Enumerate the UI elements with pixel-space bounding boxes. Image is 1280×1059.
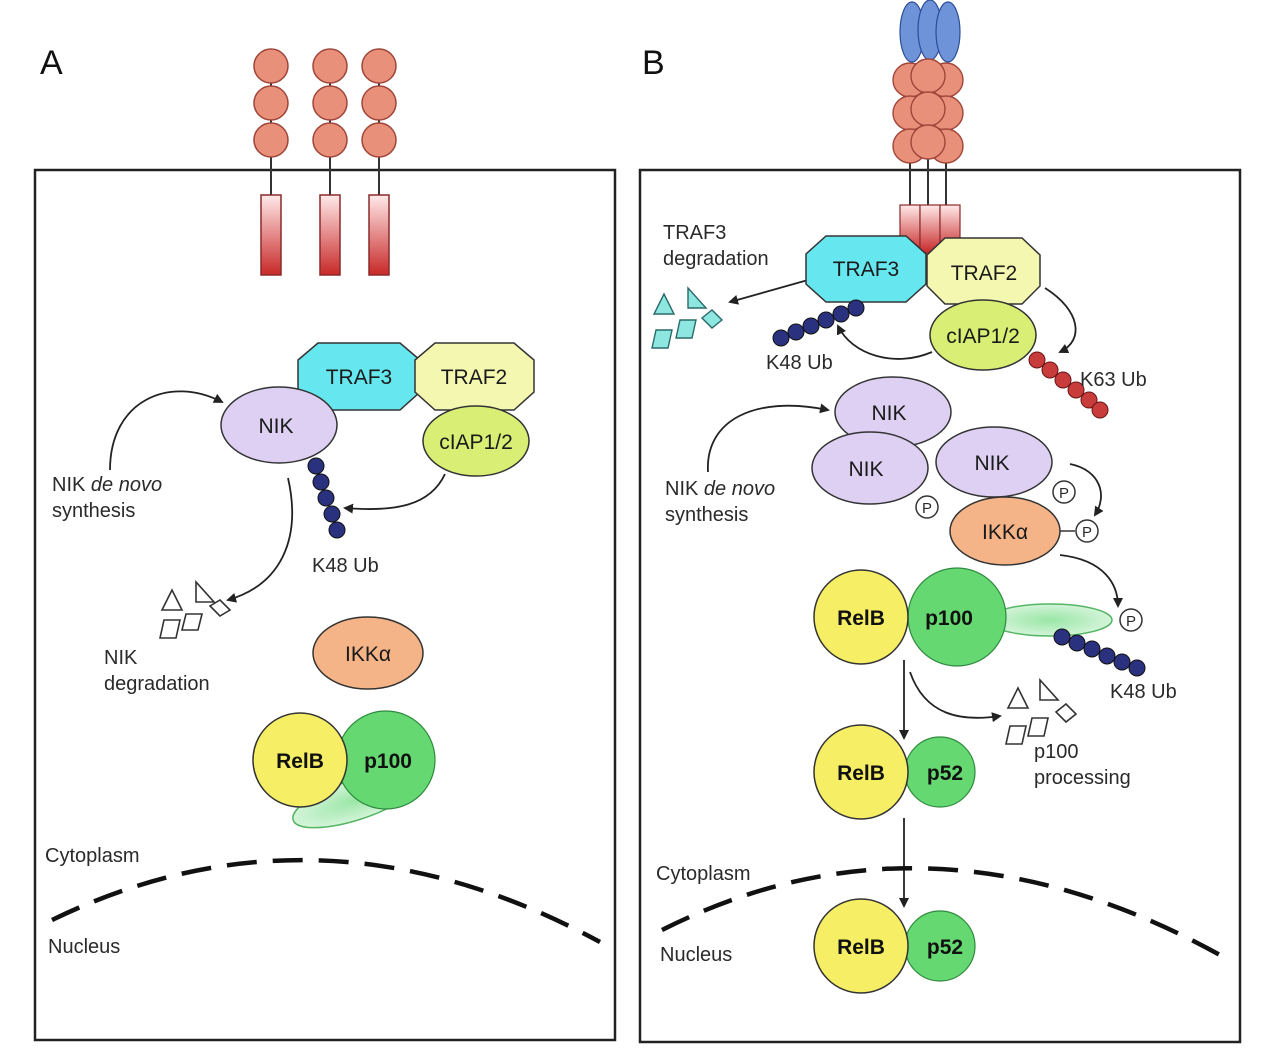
arrow-traf2-to-k63	[1044, 287, 1077, 354]
panel-a-nik: NIK	[220, 386, 338, 464]
panel-a-nik-degradation-1: NIK	[104, 647, 138, 669]
panel-b-cell-membrane	[638, 168, 1242, 1044]
panel-b-k48-ub-chain-top	[772, 299, 865, 347]
panel-a-relb-p100-complex: RelB p100	[252, 710, 436, 829]
panel-a-nucleus-label: Nucleus	[48, 936, 120, 958]
panel-a-receptors	[253, 48, 397, 276]
receptor	[253, 48, 289, 276]
panel-b-k48-ub-chain-bottom	[1053, 628, 1146, 677]
svg-text:NIK: NIK	[848, 458, 883, 481]
relb: RelB	[837, 762, 885, 785]
panel-a-k48-label: K48 Ub	[312, 555, 379, 577]
panel-b-traf3: TRAF3	[805, 235, 927, 303]
arrow-to-processing-fragments	[909, 671, 1002, 723]
panel-b-p100-fragments	[1005, 677, 1078, 745]
svg-text:TRAF3: TRAF3	[326, 366, 393, 389]
svg-text:cIAP1/2: cIAP1/2	[946, 325, 1020, 348]
panel-b-p100-processing-1: p100	[1034, 741, 1079, 763]
svg-text:TRAF3: TRAF3	[833, 258, 900, 281]
phospho-group: P	[915, 495, 939, 519]
arrow-nik-to-ikka	[1069, 463, 1104, 517]
phospho-group: P	[1075, 519, 1099, 543]
panel-b-ciap: cIAP1/2	[929, 299, 1037, 371]
svg-text:IKKα: IKKα	[982, 521, 1028, 544]
svg-text:NIK: NIK	[871, 402, 906, 425]
panel-a: A	[33, 44, 617, 1042]
panel-a-k48-ub-chain	[307, 457, 346, 539]
p100-tail	[987, 603, 1113, 637]
panel-b-traf3-deg-2: degradation	[663, 248, 769, 270]
svg-text:P: P	[922, 500, 932, 517]
panel-b-nik-synthesis: NIK de novo	[665, 478, 775, 500]
relb: RelB	[276, 750, 324, 773]
panel-b-cytoplasm-label: Cytoplasm	[656, 863, 750, 885]
panel-b: B TRAF3	[638, 0, 1242, 1044]
panel-b-nik-middle: NIK	[811, 431, 929, 505]
p52: p52	[927, 936, 963, 959]
p100: p100	[925, 607, 973, 630]
relb: RelB	[837, 607, 885, 630]
svg-text:P: P	[1126, 613, 1136, 630]
arrow-nik-to-degradation	[226, 477, 293, 603]
panel-b-letter: B	[642, 44, 665, 82]
panel-b-relb-p52-nucleus: RelB p52	[813, 898, 976, 994]
panel-a-degradation-fragments	[159, 579, 232, 639]
panel-b-ikka: IKKα	[949, 496, 1061, 566]
arrow-ciap-to-ub	[343, 473, 446, 514]
panel-b-traf2: TRAF2	[926, 237, 1041, 305]
arrow-ciap-to-traf3-ub	[836, 324, 933, 360]
arrow-synthesis-to-nik-b	[707, 403, 830, 473]
panel-b-nik-synthesis-line2: synthesis	[665, 504, 748, 526]
panel-a-nik-synthesis: NIK de novo	[52, 474, 162, 496]
svg-text:NIK: NIK	[258, 415, 293, 438]
phospho-group: P	[1052, 480, 1076, 504]
arrow-synthesis-to-nik	[109, 390, 224, 471]
panel-a-traf3: TRAF3	[297, 342, 421, 411]
panel-b-nucleus-label: Nucleus	[660, 944, 732, 966]
panel-b-p100-processing-2: processing	[1034, 767, 1131, 789]
panel-b-k48-top-label: K48 Ub	[766, 352, 833, 374]
panel-b-nuclear-membrane	[660, 866, 1222, 957]
panel-a-ciap: cIAP1/2	[422, 405, 530, 477]
arrow-traf3-to-degradation	[728, 279, 809, 305]
svg-text:IKKα: IKKα	[345, 643, 391, 666]
panel-a-nuclear-membrane	[51, 857, 602, 944]
panel-b-nik-right: NIK	[935, 426, 1053, 498]
panel-a-ikka: IKKα	[312, 616, 424, 690]
panel-b-relb-p52-cytoplasm: RelB p52	[813, 724, 976, 820]
panel-a-letter: A	[40, 44, 63, 82]
panel-a-traf2: TRAF2	[414, 342, 535, 411]
svg-text:TRAF2: TRAF2	[951, 262, 1018, 285]
panel-a-cell-membrane	[33, 168, 617, 1042]
ligand	[935, 1, 961, 63]
p100: p100	[364, 750, 412, 773]
panel-b-receptor-cluster	[892, 0, 964, 254]
panel-a-cytoplasm-label: Cytoplasm	[45, 845, 139, 867]
arrow-ikka-to-p100	[1059, 554, 1123, 608]
panel-b-traf3-deg-1: TRAF3	[663, 222, 726, 244]
svg-text:cIAP1/2: cIAP1/2	[439, 431, 513, 454]
panel-b-k63-label: K63 Ub	[1080, 369, 1147, 391]
relb: RelB	[837, 936, 885, 959]
panel-b-relb-p100-complex: RelB p100	[813, 567, 1113, 667]
svg-text:NIK: NIK	[974, 452, 1009, 475]
svg-text:TRAF2: TRAF2	[441, 366, 508, 389]
phospho-group: P	[1119, 608, 1143, 632]
panel-b-k63-ub-chain	[1028, 351, 1109, 419]
panel-a-nik-degradation-2: degradation	[104, 673, 210, 695]
receptor	[361, 48, 397, 276]
panel-a-nik-synthesis-line2: synthesis	[52, 500, 135, 522]
svg-text:P: P	[1059, 485, 1069, 502]
svg-text:P: P	[1082, 524, 1092, 541]
receptor	[312, 48, 348, 276]
panel-b-traf3-fragments	[651, 286, 724, 349]
p52: p52	[927, 762, 963, 785]
panel-b-k48-bottom-label: K48 Ub	[1110, 681, 1177, 703]
